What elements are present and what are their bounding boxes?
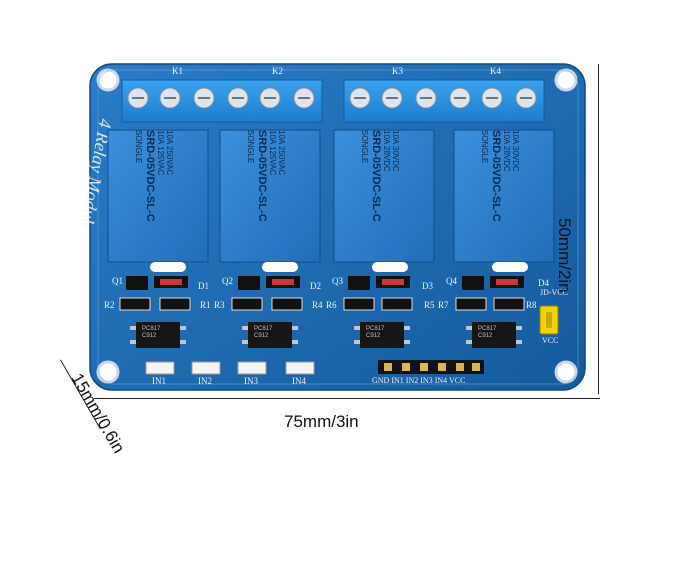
- silk-r6: R6: [326, 300, 337, 310]
- input-leds: [145, 361, 315, 375]
- relay-3: [333, 129, 435, 263]
- silk-d4: D4: [538, 278, 549, 288]
- silk-r5: R5: [424, 300, 435, 310]
- pin-in1: IN1: [391, 376, 404, 385]
- relay-1: [107, 129, 209, 263]
- relay-4: [453, 129, 555, 263]
- jumper-bottom-label: VCC: [542, 336, 559, 345]
- mounting-holes: [96, 68, 578, 384]
- pin-gnd: GND: [372, 376, 390, 385]
- led-in4-label: IN4: [292, 376, 306, 386]
- silk-q2: Q2: [222, 276, 233, 286]
- height-dimension-label: 50mm/2in: [555, 218, 574, 293]
- silk-r2: R2: [104, 300, 115, 310]
- jd-vcc-jumper: [539, 305, 559, 335]
- height-dimension-line: [598, 64, 599, 394]
- pin-in4: IN4: [434, 376, 448, 385]
- header-k1: K1: [172, 66, 183, 76]
- led-in3-label: IN3: [244, 376, 258, 386]
- led-in1-label: IN1: [152, 376, 166, 386]
- silk-r1: R1: [200, 300, 211, 310]
- silk-d3: D3: [422, 281, 433, 291]
- silk-r7: R7: [438, 300, 449, 310]
- silk-r8: R8: [526, 300, 537, 310]
- pin-in3: IN3: [420, 376, 433, 385]
- pin-header: [378, 360, 484, 374]
- header-k3: K3: [392, 66, 403, 76]
- relay-2: [219, 129, 321, 263]
- width-dimension-line: [94, 398, 600, 399]
- optocouplers: [130, 322, 522, 348]
- silk-d2: D2: [310, 281, 321, 291]
- pin-vcc: VCC: [449, 376, 466, 385]
- transistor-diode-row: [126, 276, 524, 290]
- pin-in2: IN2: [405, 376, 419, 385]
- silk-q4: Q4: [446, 276, 457, 286]
- silk-q3: Q3: [332, 276, 343, 286]
- resistor-row: [119, 297, 525, 311]
- pin-header-labels: GND IN1 IN2 IN3 IN4 VCC: [372, 376, 465, 385]
- terminal-block-left: [121, 79, 323, 123]
- header-k4: K4: [490, 66, 501, 76]
- header-k2: K2: [272, 66, 283, 76]
- width-dimension-label: 75mm/3in: [284, 412, 359, 431]
- terminal-block-right: [343, 79, 545, 123]
- silk-d1: D1: [198, 281, 209, 291]
- silk-q1: Q1: [112, 276, 123, 286]
- jumper-top-label: JD-VCC: [540, 288, 569, 297]
- led-in2-label: IN2: [198, 376, 212, 386]
- silk-r3: R3: [214, 300, 225, 310]
- silk-r4: R4: [312, 300, 323, 310]
